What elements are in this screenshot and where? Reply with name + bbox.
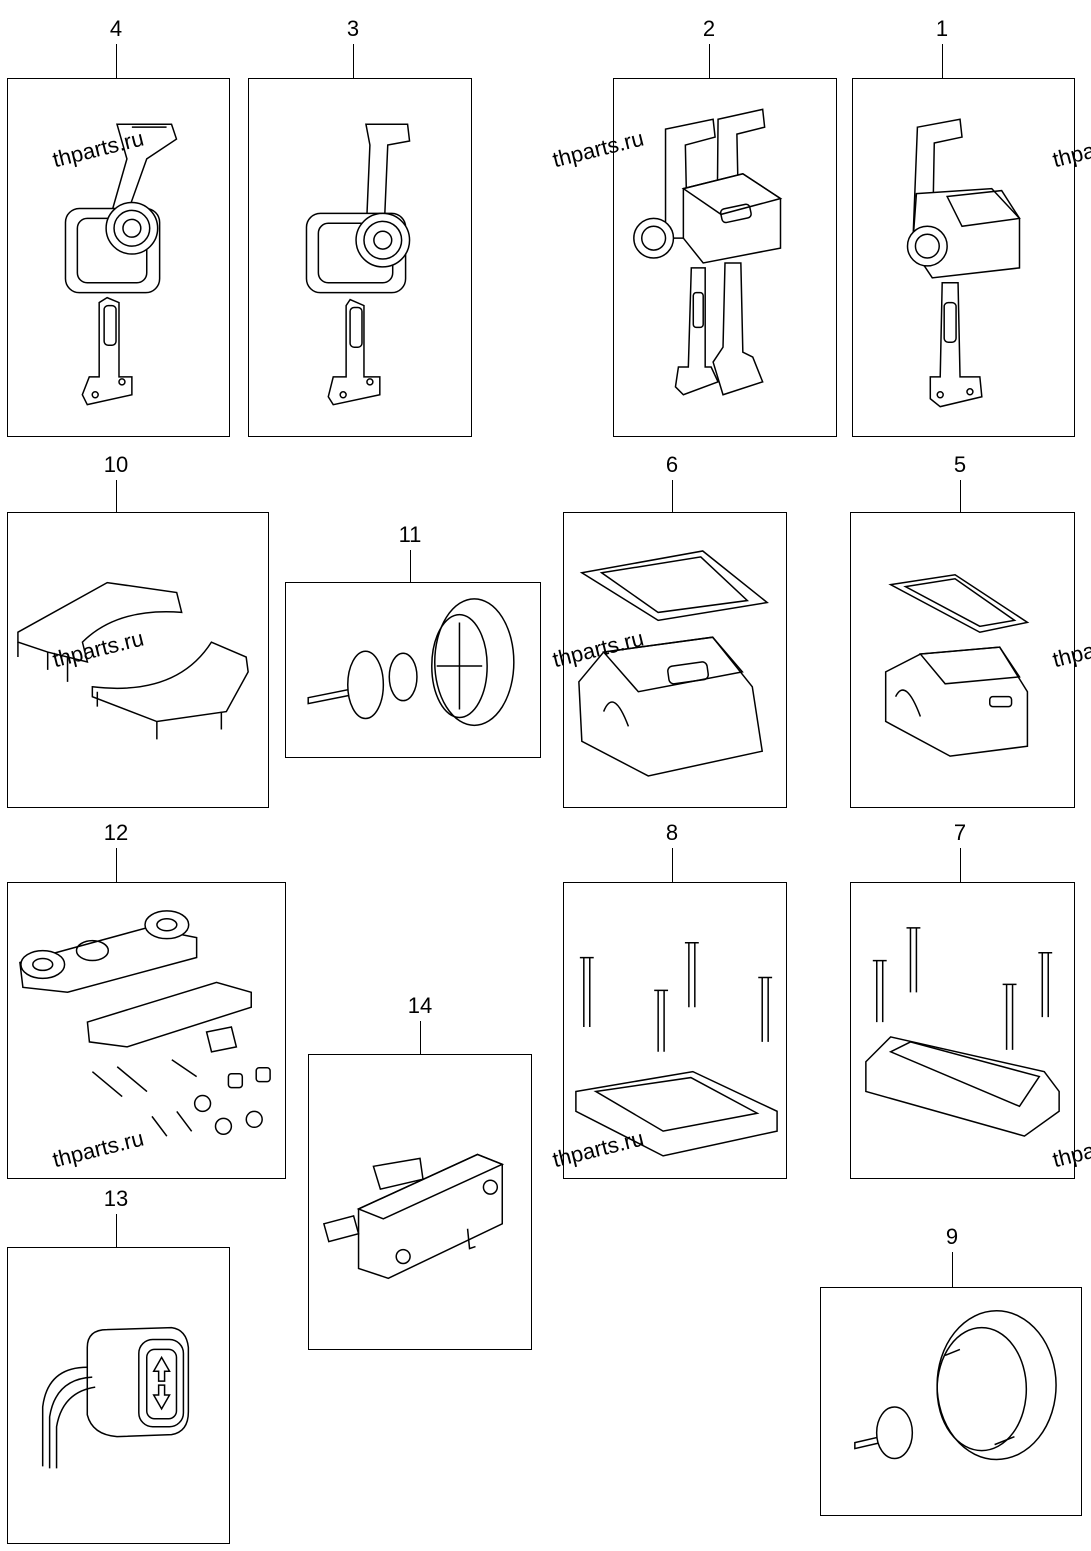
part-6-drawing <box>564 513 786 807</box>
leader-6 <box>672 480 673 513</box>
part-14-drawing <box>309 1055 531 1349</box>
leader-9 <box>952 1252 953 1287</box>
part-5-drawing <box>851 513 1074 807</box>
callout-4: 4 <box>109 16 123 41</box>
part-12-drawing <box>8 883 285 1178</box>
leader-2 <box>709 44 710 78</box>
callout-14: 14 <box>407 993 433 1018</box>
leader-3 <box>353 44 354 78</box>
part-10-drawing <box>8 513 268 807</box>
callout-8: 8 <box>665 820 679 845</box>
part-9-drawing <box>821 1288 1081 1515</box>
leader-7 <box>960 848 961 882</box>
leader-12 <box>116 848 117 882</box>
callout-6: 6 <box>665 452 679 477</box>
leader-14 <box>420 1021 421 1054</box>
part-8-drawing <box>564 883 786 1178</box>
part-8-panel[interactable] <box>563 882 787 1179</box>
leader-13 <box>116 1214 117 1248</box>
part-7-panel[interactable] <box>850 882 1075 1179</box>
part-11-drawing <box>286 583 540 757</box>
part-2-drawing <box>614 79 836 436</box>
part-4-drawing <box>8 79 229 436</box>
leader-8 <box>672 848 673 882</box>
callout-7: 7 <box>953 820 967 845</box>
leader-10 <box>116 480 117 513</box>
part-12-panel[interactable] <box>7 882 286 1179</box>
part-2-panel[interactable] <box>613 78 837 437</box>
callout-1: 1 <box>935 16 949 41</box>
part-7-drawing <box>851 883 1074 1178</box>
leader-5 <box>960 480 961 513</box>
leader-1 <box>942 44 943 78</box>
callout-13: 13 <box>103 1186 129 1211</box>
part-1-panel[interactable] <box>852 78 1075 437</box>
part-13-panel[interactable] <box>7 1247 230 1544</box>
callout-3: 3 <box>346 16 360 41</box>
part-10-panel[interactable] <box>7 512 269 808</box>
callout-12: 12 <box>103 820 129 845</box>
callout-2: 2 <box>702 16 716 41</box>
part-3-panel[interactable] <box>248 78 472 437</box>
leader-11 <box>410 550 411 583</box>
callout-10: 10 <box>103 452 129 477</box>
leader-4 <box>116 44 117 78</box>
callout-5: 5 <box>953 452 967 477</box>
part-14-panel[interactable] <box>308 1054 532 1350</box>
part-3-drawing <box>249 79 471 436</box>
part-1-drawing <box>853 79 1074 436</box>
part-11-panel[interactable] <box>285 582 541 758</box>
callout-11: 11 <box>398 522 422 547</box>
part-13-drawing <box>8 1248 229 1543</box>
callout-9: 9 <box>945 1224 959 1249</box>
part-9-panel[interactable] <box>820 1287 1082 1516</box>
part-6-panel[interactable] <box>563 512 787 808</box>
part-4-panel[interactable] <box>7 78 230 437</box>
part-5-panel[interactable] <box>850 512 1075 808</box>
